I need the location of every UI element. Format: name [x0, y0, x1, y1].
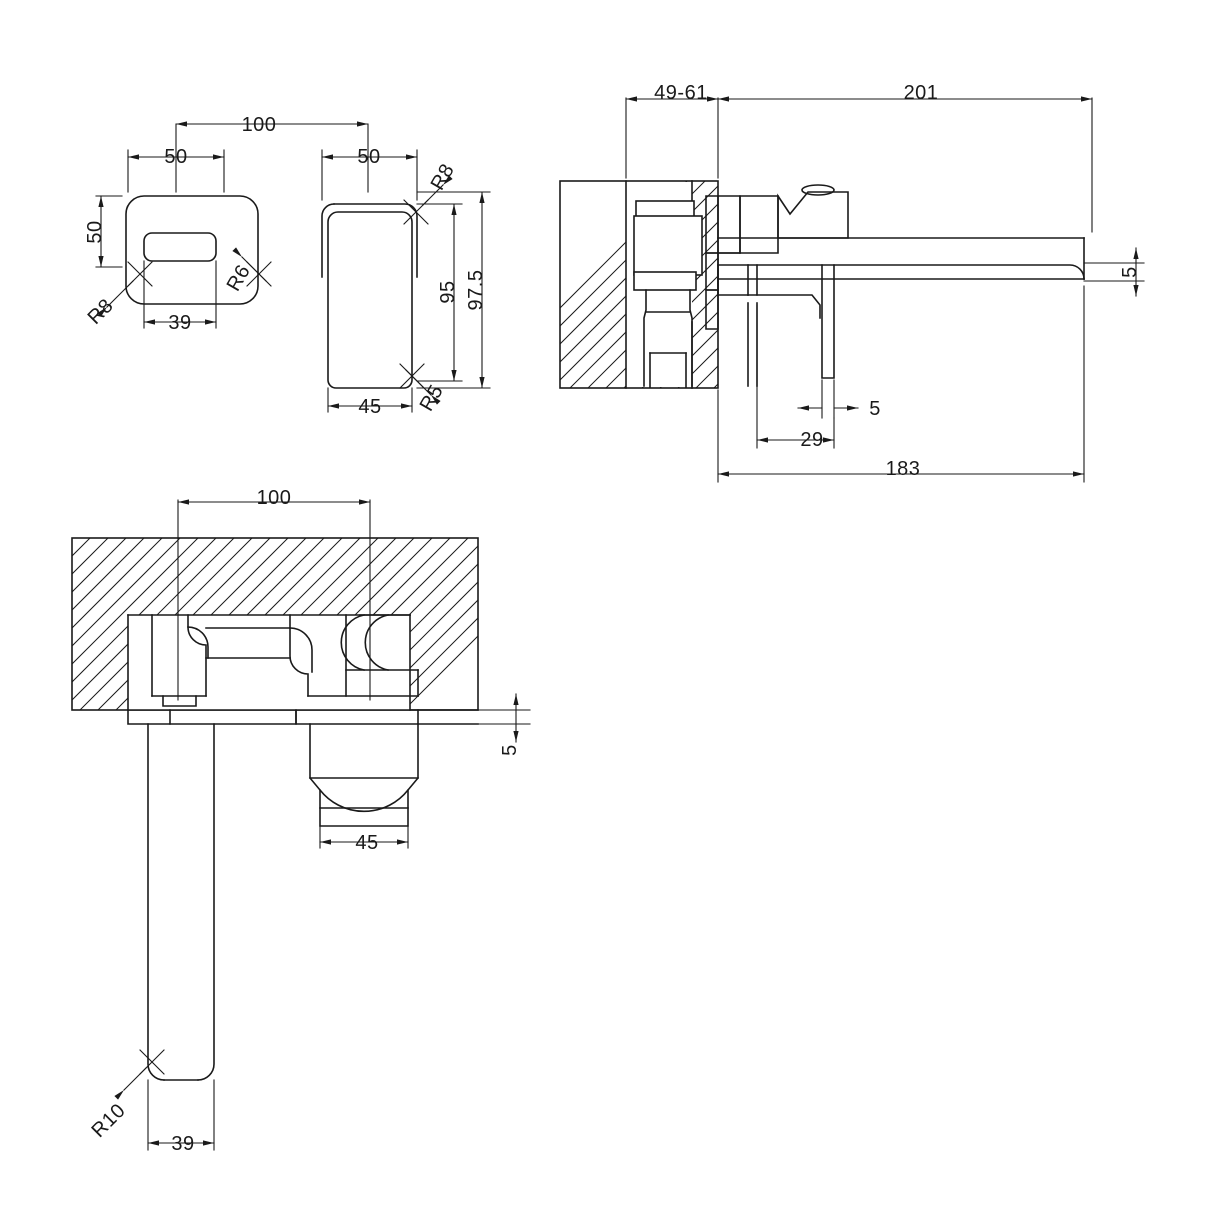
side-r8-leader [422, 175, 453, 206]
section-lower-root-c [747, 264, 758, 296]
label-95-side: 95 [437, 280, 459, 303]
label-5-vertical: 5 [1119, 266, 1141, 278]
plan-spout-right-edge [197, 723, 215, 1081]
plan-aerator-taper [308, 776, 420, 809]
label-r8-side: R8 [427, 160, 459, 194]
plan-pipe-left-boss [162, 695, 197, 707]
label-r8-front: R8 [84, 295, 118, 329]
front-r6-leader [232, 247, 267, 282]
plan-aerator-upper [309, 723, 419, 779]
side-cover-outline-a [333, 203, 418, 278]
label-45-side: 45 [358, 396, 381, 418]
plan-face-plate-right [295, 709, 419, 725]
view-side-section: 49-61 201 5 5 29 183 [559, 82, 1145, 483]
section-lever-arm-top [756, 294, 821, 319]
label-183: 183 [886, 458, 921, 480]
section-plate-mid [705, 252, 719, 291]
label-5-horizontal: 5 [869, 398, 881, 420]
label-4961: 49-61 [654, 82, 708, 104]
label-100-front: 100 [242, 114, 277, 136]
section-valve-bottom-flange [633, 271, 697, 291]
plan-valve-left [289, 614, 309, 697]
label-5-plan: 5 [499, 744, 521, 756]
label-50-side: 50 [357, 146, 380, 168]
side-body-outline [327, 211, 413, 389]
section-wall-hatch [560, 181, 718, 388]
section-spout-arm-bottom [717, 264, 1085, 280]
plan-face-plate-left [127, 709, 171, 725]
view-front-elevation: 100 50 50 39 R8 R6 [84, 114, 369, 334]
section-spout-neck [739, 195, 779, 254]
label-r10-plan: R10 [87, 1099, 130, 1142]
plan-spout-left-edge [147, 723, 165, 1081]
section-spout-root-upper [717, 195, 741, 254]
plan-aerator-lower [319, 807, 409, 827]
label-45-plan: 45 [355, 832, 378, 854]
front-lever-recess [143, 232, 217, 262]
plan-right-cap-arc-a [340, 614, 365, 671]
side-r5-leader [405, 369, 441, 405]
plan-face-plate-mid [169, 709, 297, 725]
front-plate-outline [125, 195, 259, 305]
section-lever-handle [821, 264, 835, 379]
label-r6-front: R6 [223, 261, 255, 295]
section-lever-cap [801, 184, 835, 196]
label-39-plan: 39 [171, 1133, 194, 1155]
section-valve-stem-inner [649, 352, 687, 388]
plan-right-cap-arc-b [364, 614, 389, 671]
front-r8-cross-b [127, 261, 153, 287]
label-29: 29 [800, 429, 823, 451]
view-plan-section: 100 45 39 5 R10 [71, 487, 531, 1155]
section-valve-stem-left [643, 289, 647, 387]
plan-pipe-elbow-a [187, 626, 209, 659]
label-201: 201 [904, 82, 939, 104]
label-50-front-left: 50 [84, 220, 106, 243]
section-lever-knob [777, 191, 849, 239]
label-100-plan: 100 [257, 487, 292, 509]
plan-r10-leader [114, 1067, 147, 1100]
view-side-elevation: 50 45 95 97.5 R8 R5 [321, 146, 491, 418]
label-r5-side: R5 [416, 381, 448, 415]
plan-aerator-arc [318, 788, 410, 813]
front-r8-leader [97, 280, 134, 317]
label-39-front: 39 [168, 312, 191, 334]
side-cover-outline-b [321, 203, 335, 278]
section-plate-lower [705, 289, 719, 330]
section-lower-root-a [717, 264, 749, 296]
plan-wall-cavity [128, 615, 410, 710]
section-valve-body [633, 215, 703, 276]
section-valve-stem-right [689, 289, 693, 387]
label-50-front-top: 50 [164, 146, 187, 168]
plan-valve-arc [289, 627, 313, 673]
label-975-side: 97.5 [465, 270, 487, 311]
